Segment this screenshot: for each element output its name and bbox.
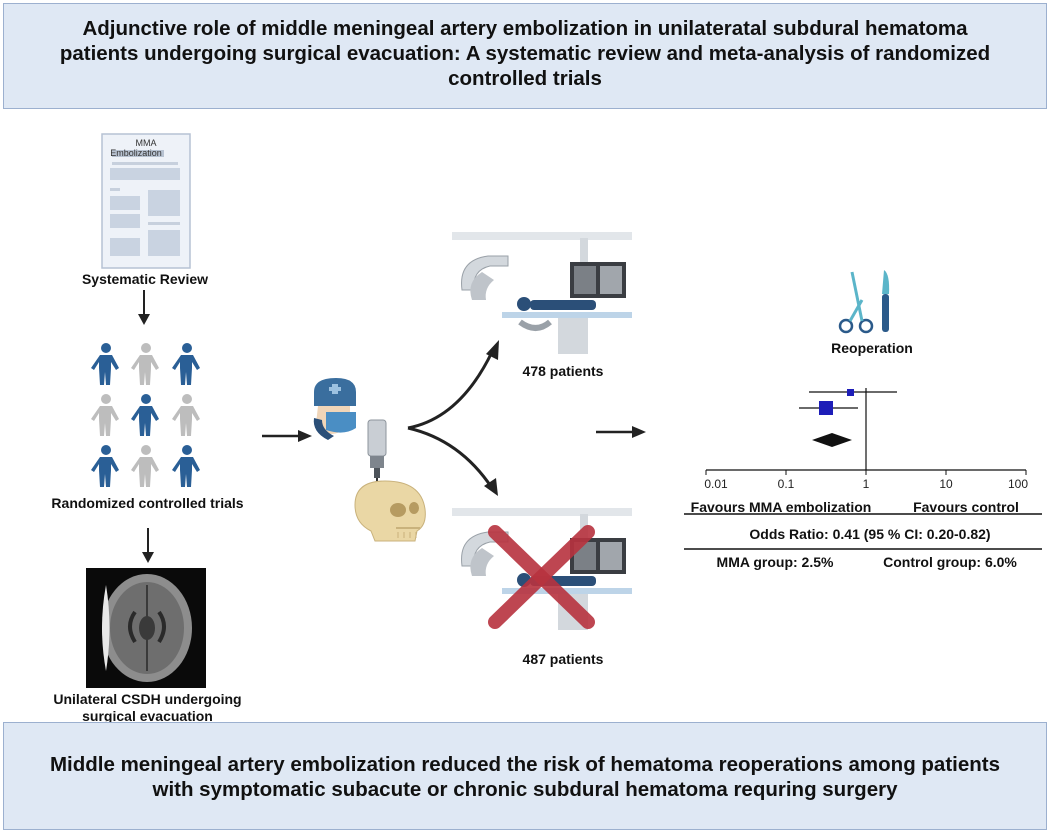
arrow-down-2: [142, 528, 154, 563]
mma-group-label: MMA group: 2.5%: [716, 554, 834, 570]
tick-label: 1: [863, 477, 870, 491]
tick-label: 0.01: [704, 477, 728, 491]
skull-icon: [354, 480, 426, 542]
reoperation-heading: Reoperation: [831, 340, 913, 356]
brain-mri-image: [86, 568, 206, 688]
csdh-label-line-1: Unilateral CSDH undergoing: [53, 691, 242, 707]
forest-plot: 0.01 0.1 1 10 100: [684, 388, 1042, 550]
person-icon: [131, 394, 159, 436]
rct-label: Randomized controlled trials: [51, 495, 244, 511]
surgical-drill-icon: [367, 419, 387, 486]
favours-left-label: Favours MMA embolization: [690, 499, 872, 515]
surgical-instruments-icon: [838, 270, 890, 334]
title-banner: Adjunctive role of middle meningeal arte…: [3, 3, 1047, 109]
person-icon: [131, 445, 159, 487]
csdh-label-line-2: surgical evacuation: [82, 708, 213, 724]
title-line-1: Adjunctive role of middle meningeal arte…: [82, 17, 968, 40]
tick-label: 100: [1008, 477, 1028, 491]
odds-ratio-label: Odds Ratio: 0.41 (95 % CI: 0.20-0.82): [749, 526, 991, 542]
doc-title-2: Embolization: [110, 148, 162, 158]
people-grid-icon: [91, 343, 200, 487]
surgeon-icon: [313, 378, 356, 440]
csdh-label: Unilateral CSDH undergoing surgical evac…: [50, 691, 245, 725]
person-icon: [172, 343, 200, 385]
person-icon: [91, 343, 119, 385]
study-marker-1: [847, 389, 854, 396]
favours-right-label: Favours control: [913, 499, 1019, 515]
arrow-right-1: [262, 430, 312, 442]
doc-title-1: MMA: [136, 138, 157, 148]
branch-arrows: [407, 340, 499, 496]
title-line-3: controlled trials: [448, 67, 602, 90]
upper-patients-label: 478 patients: [522, 363, 604, 379]
conclusion-line-2: with symptomatic subacute or chronic sub…: [152, 778, 898, 801]
review-document-icon: MMA Embolization: [101, 133, 191, 269]
person-icon: [172, 394, 200, 436]
conclusion-line-1: Middle meningeal artery embolization red…: [49, 753, 1001, 776]
pooled-estimate-diamond: [812, 433, 852, 447]
person-icon: [131, 343, 159, 385]
person-icon: [172, 445, 200, 487]
arrow-down-1: [138, 290, 150, 325]
person-icon: [91, 445, 119, 487]
tick-label: 0.1: [778, 477, 795, 491]
conclusion-banner: Middle meningeal artery embolization red…: [3, 722, 1047, 830]
title-line-2: patients undergoing surgical evacuation:…: [59, 42, 991, 65]
lower-patients-label: 487 patients: [522, 651, 604, 667]
systematic-review-label: Systematic Review: [81, 271, 209, 287]
person-icon: [91, 394, 119, 436]
study-marker-2: [819, 401, 833, 415]
cross-icon: [488, 525, 595, 629]
arrow-right-2: [596, 426, 646, 438]
control-group-label: Control group: 6.0%: [883, 554, 1017, 570]
angiography-suite-upper: [452, 232, 632, 354]
tick-label: 10: [939, 477, 953, 491]
